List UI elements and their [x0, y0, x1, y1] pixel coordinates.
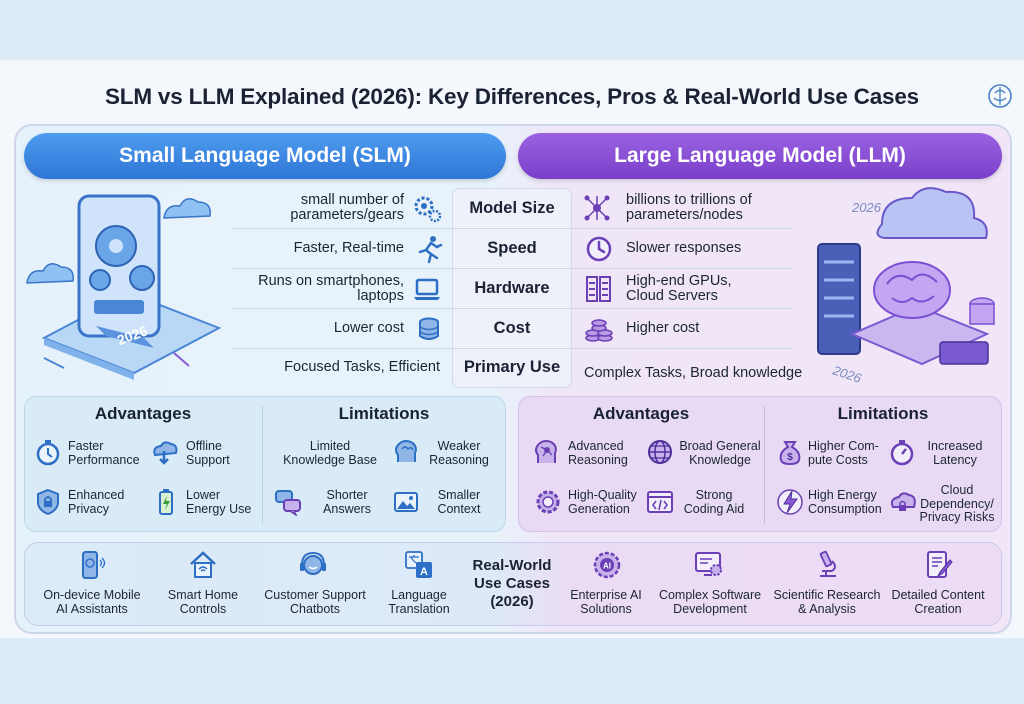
slm-pros-cons-panel — [24, 396, 506, 532]
brain-head-icon — [395, 440, 417, 462]
cloud-lock-icon — [890, 492, 916, 511]
gear-check-icon — [536, 490, 560, 514]
row-label-primary-use: Primary Use — [463, 358, 561, 376]
llm-primary-use-text: Complex Tasks, Broad knowledge — [584, 365, 803, 381]
shield-lock-icon — [37, 488, 59, 516]
row-divider — [232, 348, 792, 349]
llm-cost-text: Higher cost — [626, 320, 700, 336]
document-pen-icon — [927, 551, 953, 578]
smart-home-icon — [190, 551, 216, 578]
slm-cost-text: Lower cost — [333, 320, 404, 336]
timer-icon — [890, 440, 914, 466]
ai-head-icon — [535, 440, 557, 463]
page-title: SLM vs LLM Explained (2026): Key Differe… — [104, 84, 919, 109]
row-label-model-size: Model Size — [469, 199, 555, 217]
llm-year-top-label: 2026 — [851, 200, 882, 215]
svg-text:A: A — [420, 566, 428, 578]
row-label-speed: Speed — [487, 239, 537, 257]
llm-pros-cons-panel — [518, 396, 1002, 532]
microscope-icon — [819, 550, 836, 577]
cloud-download-icon — [153, 441, 178, 465]
gears-icon — [414, 196, 442, 223]
comparison-center-column — [452, 188, 572, 388]
llm-advantages-title: Advantages — [592, 404, 690, 423]
slm-banner: Small Language Model (SLM) — [24, 133, 506, 179]
svg-text:$: $ — [787, 452, 793, 463]
use-cases-strip — [24, 542, 1002, 626]
ai-chip-icon: AI — [593, 551, 621, 579]
globe-icon — [648, 440, 672, 464]
monitor-gear-icon — [695, 552, 722, 576]
row-label-hardware: Hardware — [474, 279, 550, 297]
slm-advantages-title: Advantages — [94, 404, 192, 423]
panel-divider — [262, 406, 263, 524]
code-window-icon — [647, 491, 673, 513]
slm-hardware-text: Runs on smartphones,laptops — [258, 273, 404, 304]
translate-icon: A — [405, 551, 432, 578]
stopwatch-icon — [36, 440, 60, 466]
slm-primary-use-text: Focused Tasks, Efficient — [284, 359, 440, 375]
lightning-icon — [777, 489, 803, 515]
brain-logo-icon — [988, 84, 1012, 108]
row-divider — [232, 268, 792, 269]
slm-limitations-title: Limitations — [338, 404, 430, 423]
llm-limitations-title: Limitations — [837, 404, 929, 423]
server-rack-icon — [586, 276, 611, 302]
llm-hardware-text: High-end GPUs,Cloud Servers — [626, 273, 732, 304]
headset-icon — [300, 551, 326, 575]
picture-icon — [394, 492, 418, 512]
row-divider — [232, 228, 792, 229]
panel-divider — [764, 406, 765, 524]
clock-icon — [586, 236, 612, 262]
laptop-icon — [414, 278, 440, 300]
slm-speed-text: Faster, Real-time — [293, 240, 404, 256]
row-label-cost: Cost — [493, 319, 531, 337]
chat-bubbles-icon — [275, 490, 301, 516]
coin-stack-icon — [419, 317, 439, 340]
svg-text:AI: AI — [603, 562, 611, 571]
money-bag-icon: $ — [779, 441, 801, 466]
row-divider — [232, 308, 792, 309]
running-person-icon — [418, 236, 443, 264]
llm-speed-text: Slower responses — [626, 240, 742, 256]
network-nodes-icon — [584, 195, 610, 221]
smartphone-icon — [82, 551, 106, 579]
llm-banner: Large Language Model (LLM) — [518, 133, 1002, 179]
llm-use-case-item: Scientific Research& Analysis — [773, 588, 881, 616]
coin-pile-icon — [585, 319, 613, 342]
battery-icon — [159, 489, 173, 515]
llm-limitation-item: Higher Com-pute Costs — [808, 439, 879, 467]
llm-brain-server-illustration: 2026 2026 — [817, 187, 995, 384]
llm-year-bottom-label: 2026 — [830, 362, 864, 384]
slm-phone-illustration: 2026 — [26, 194, 222, 380]
